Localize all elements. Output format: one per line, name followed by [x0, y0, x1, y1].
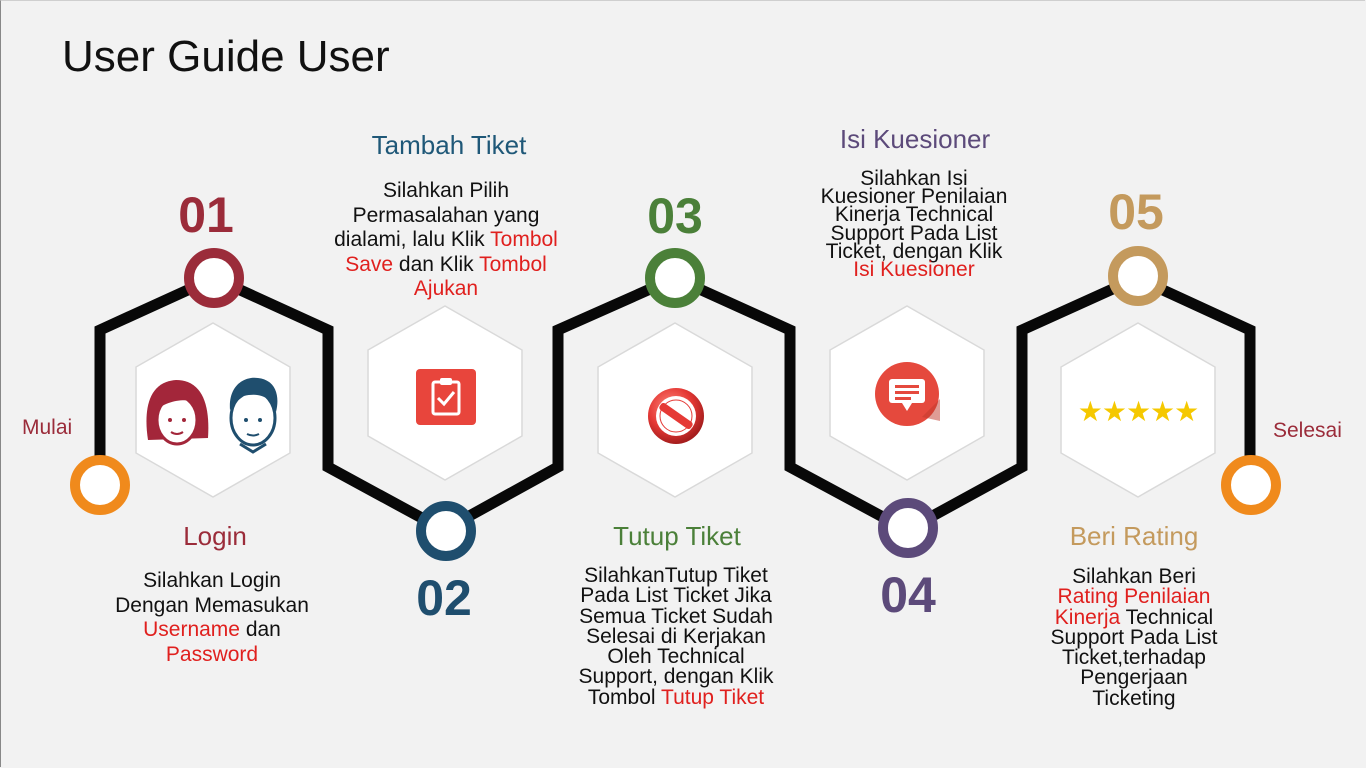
- desc-line: dan: [245, 618, 281, 641]
- end-ring: [1221, 455, 1281, 515]
- step-title-5: Beri Rating: [1069, 521, 1199, 551]
- desc-highlight: Tombol: [479, 252, 547, 276]
- desc-highlight: Kinerja: [1054, 605, 1121, 629]
- step-desc-1: Silahkan Login Dengan Memasukan Username…: [82, 569, 342, 667]
- hexagon-1: [135, 322, 291, 498]
- desc-highlight: Password: [165, 642, 259, 666]
- desc-line: Pada List Ticket Jika: [580, 584, 772, 608]
- desc-line: Kuesioner Penilaian: [820, 185, 1008, 209]
- step-ring-3: [645, 248, 705, 308]
- star-rating-icon: ★★★★★: [1070, 393, 1206, 429]
- step-number-1: 01: [178, 187, 234, 243]
- clipboard-check-icon: [415, 368, 477, 426]
- desc-line: dialami, lalu Klik: [334, 228, 485, 251]
- step-title-2: Tambah Tiket: [371, 130, 527, 160]
- desc-line: Kinerja Technical: [834, 203, 994, 227]
- desc-line: Ticketing: [1092, 686, 1176, 710]
- step-title-4: Isi Kuesioner: [839, 124, 991, 154]
- desc-line: Silahkan Isi: [860, 167, 968, 190]
- desc-highlight: Isi Kuesioner: [853, 258, 975, 282]
- step-desc-5: Silahkan Beri Rating Penilaian Kinerja T…: [1012, 565, 1256, 710]
- desc-line: Permasalahan yang: [352, 203, 540, 227]
- desc-line: Dengan Memasukan: [115, 593, 309, 617]
- desc-line: Support Pada List: [830, 221, 998, 245]
- desc-highlight: Tombol: [490, 228, 558, 251]
- step-desc-2: Silahkan Pilih Permasalahan yang dialami…: [310, 179, 582, 302]
- chat-icon: [874, 361, 940, 427]
- users-icon: [140, 374, 286, 454]
- step-number-4: 04: [880, 567, 936, 623]
- desc-highlight: Rating Penilaian: [1057, 585, 1211, 609]
- desc-line: Pengerjaan: [1080, 666, 1188, 690]
- hexagon-5: [1060, 322, 1216, 498]
- step-ring-4: [878, 498, 938, 558]
- desc-line: dan Klik: [398, 252, 474, 276]
- no-entry-icon: [645, 386, 707, 446]
- step-ring-1: [184, 248, 244, 308]
- desc-highlight: Tutup Tiket: [661, 685, 765, 709]
- desc-line: Ticket,terhadap: [1062, 646, 1206, 670]
- step-number-3: 03: [647, 188, 703, 244]
- desc-line: Tombol: [587, 685, 656, 709]
- desc-highlight: Ajukan: [413, 277, 479, 300]
- end-label: Selesai: [1273, 419, 1342, 442]
- desc-line: Silahkan Login: [143, 569, 281, 592]
- desc-line: Silahkan Beri: [1072, 565, 1196, 588]
- step-number-5: 05: [1108, 184, 1164, 240]
- desc-line: Silahkan Pilih: [382, 179, 510, 202]
- rating-stars: ★★★★★: [1077, 395, 1200, 427]
- step-title-1: Login: [183, 521, 247, 551]
- start-ring: [70, 455, 130, 515]
- desc-line: Semua Ticket Sudah: [579, 604, 773, 628]
- desc-line: Support, dengan Klik: [578, 665, 774, 689]
- desc-line: SilahkanTutup Tiket: [584, 564, 768, 587]
- step-ring-5: [1108, 246, 1168, 306]
- desc-line: Selesai di Kerjakan: [586, 624, 766, 648]
- desc-line: Oleh Technical: [607, 645, 745, 669]
- desc-line: Support Pada List: [1050, 625, 1218, 649]
- step-desc-3: SilahkanTutup Tiket Pada List Ticket Jik…: [535, 564, 817, 709]
- desc-line: Technical: [1125, 605, 1214, 629]
- step-number-2: 02: [416, 570, 472, 626]
- step-desc-4: Silahkan Isi Kuesioner Penilaian Kinerja…: [790, 167, 1038, 282]
- step-ring-2: [416, 501, 476, 561]
- step-title-3: Tutup Tiket: [613, 521, 741, 551]
- desc-highlight: Save: [345, 252, 394, 276]
- desc-highlight: Username: [143, 618, 240, 641]
- desc-line: Ticket, dengan Klik: [825, 239, 1003, 263]
- page-title: User Guide User: [62, 32, 390, 81]
- start-label: Mulai: [22, 416, 73, 439]
